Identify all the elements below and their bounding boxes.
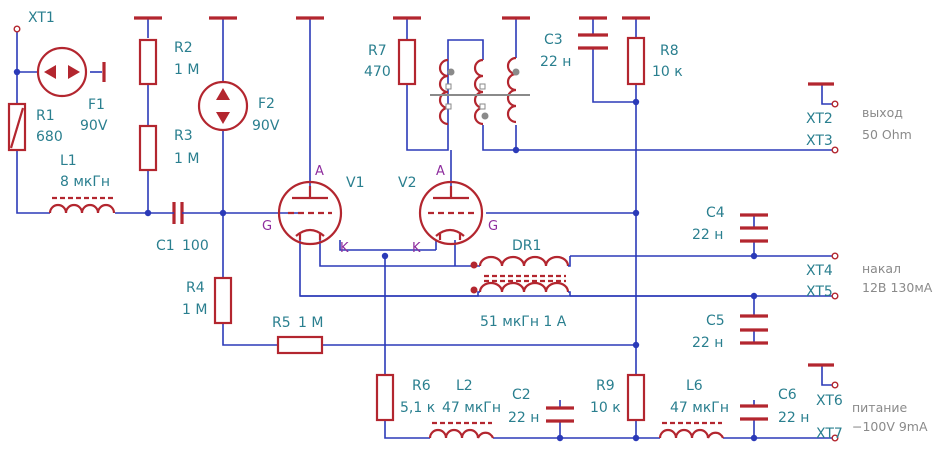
resistor-r5 bbox=[276, 335, 324, 355]
label-c3: C3 bbox=[544, 32, 563, 48]
label-v1: V1 bbox=[346, 175, 364, 191]
spark-gap-f1 bbox=[36, 46, 88, 98]
power-label: питание bbox=[852, 400, 908, 415]
terminal-descriptions: выход 50 Ohm накал 12В 130мА питание −10… bbox=[852, 105, 933, 434]
label-f2: F2 bbox=[258, 96, 275, 112]
label-dr1: DR1 bbox=[512, 238, 541, 254]
resistor-r1 bbox=[7, 102, 27, 152]
label-f1-value: 90V bbox=[80, 118, 108, 134]
tube-v1 bbox=[277, 180, 343, 246]
heater-label: накал bbox=[862, 261, 901, 276]
label-r1: R1 bbox=[36, 108, 55, 124]
resistor-r7 bbox=[397, 38, 417, 86]
label-xt4: XT4 bbox=[806, 263, 833, 279]
pin-a-v1: A bbox=[315, 164, 324, 179]
label-r2: R2 bbox=[174, 40, 193, 56]
pin-k-v1: K bbox=[340, 241, 349, 256]
label-r6: R6 bbox=[412, 378, 431, 394]
label-r1-value: 680 bbox=[36, 129, 63, 145]
label-xt2: XT2 bbox=[806, 111, 833, 127]
label-r4-value: 1 M bbox=[182, 302, 207, 318]
capacitor-c5 bbox=[740, 314, 768, 345]
label-c4-value: 22 н bbox=[692, 227, 723, 243]
label-r9: R9 bbox=[596, 378, 615, 394]
label-xt6: XT6 bbox=[816, 393, 843, 409]
component-labels: XT1 R1 680 F1 90V L1 8 мкГн R2 1 M R3 1 … bbox=[28, 10, 843, 442]
output-label: выход bbox=[862, 105, 903, 120]
label-l1-value: 8 мкГн bbox=[60, 174, 110, 190]
label-r4: R4 bbox=[186, 280, 205, 296]
label-c6: C6 bbox=[778, 387, 797, 403]
label-l2: L2 bbox=[456, 378, 473, 394]
label-c3-value: 22 н bbox=[540, 54, 571, 70]
label-l6: L6 bbox=[686, 378, 703, 394]
pin-labels: A G K A G K bbox=[262, 164, 498, 256]
label-r9-value: 10 к bbox=[590, 400, 621, 416]
label-c5-value: 22 н bbox=[692, 335, 723, 351]
label-c6-value: 22 н bbox=[778, 410, 809, 426]
capacitor-c1 bbox=[165, 202, 190, 224]
label-r3: R3 bbox=[174, 128, 193, 144]
inductor-l2 bbox=[428, 421, 495, 439]
transformer bbox=[430, 56, 530, 126]
terminal-endpoints bbox=[13, 25, 839, 442]
label-xt1: XT1 bbox=[28, 10, 55, 26]
resistor-r6 bbox=[375, 373, 395, 422]
spark-gap-f2 bbox=[197, 80, 249, 132]
resistor-r8 bbox=[626, 36, 646, 86]
label-r2-value: 1 M bbox=[174, 62, 199, 78]
resistor-r9 bbox=[626, 373, 646, 422]
power-rating-label: −100V 9mA bbox=[852, 419, 928, 434]
label-l6-value: 47 мкГн bbox=[670, 400, 729, 416]
capacitor-c2 bbox=[546, 406, 574, 423]
tube-v2 bbox=[418, 180, 484, 246]
label-r3-value: 1 M bbox=[174, 151, 199, 167]
label-c1: C1 bbox=[156, 238, 175, 254]
resistor-r3 bbox=[138, 124, 158, 172]
junction-dots bbox=[13, 68, 758, 442]
heater-rating-label: 12В 130мА bbox=[862, 280, 933, 295]
capacitor-c3 bbox=[578, 33, 608, 50]
pin-g-v2: G bbox=[488, 219, 498, 234]
label-dr1-value: 51 мкГн 1 А bbox=[480, 314, 567, 330]
label-f2-value: 90V bbox=[252, 118, 280, 134]
label-r5: R5 bbox=[272, 315, 291, 331]
label-v2: V2 bbox=[398, 175, 416, 191]
label-r8: R8 bbox=[660, 43, 679, 59]
label-r6-value: 5,1 к bbox=[400, 400, 435, 416]
label-c1-value: 100 bbox=[182, 238, 209, 254]
choke-dr1 bbox=[300, 255, 571, 297]
label-l2-value: 47 мкГн bbox=[442, 400, 501, 416]
label-l1: L1 bbox=[60, 153, 77, 169]
capacitor-c6 bbox=[740, 404, 768, 421]
ground-symbols bbox=[102, 16, 834, 367]
inductor-l1 bbox=[48, 196, 116, 214]
label-r7: R7 bbox=[368, 43, 387, 59]
label-c5: C5 bbox=[706, 313, 725, 329]
label-c2: C2 bbox=[512, 387, 531, 403]
label-f1: F1 bbox=[88, 97, 105, 113]
resistor-r4 bbox=[213, 276, 233, 325]
wires bbox=[16, 18, 833, 439]
label-r8-value: 10 к bbox=[652, 64, 683, 80]
label-r5-value: 1 M bbox=[298, 315, 323, 331]
label-c2-value: 22 н bbox=[508, 410, 539, 426]
pin-g-v1: G bbox=[262, 219, 272, 234]
label-r7-value: 470 bbox=[364, 64, 391, 80]
inductor-l6 bbox=[658, 421, 725, 439]
label-c4: C4 bbox=[706, 205, 725, 221]
label-xt5: XT5 bbox=[806, 284, 833, 300]
label-xt3: XT3 bbox=[806, 133, 833, 149]
pin-k-v2: K bbox=[412, 241, 421, 256]
label-xt7: XT7 bbox=[816, 426, 843, 442]
resistor-r2 bbox=[138, 38, 158, 86]
capacitor-c4 bbox=[740, 213, 768, 243]
pin-a-v2: A bbox=[436, 164, 445, 179]
output-impedance-label: 50 Ohm bbox=[862, 127, 912, 142]
